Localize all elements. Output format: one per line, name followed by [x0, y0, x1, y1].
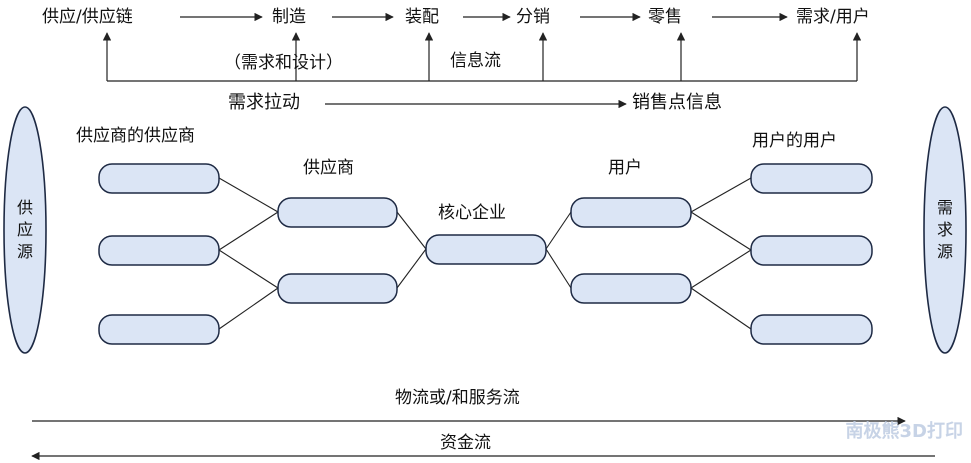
node-customer-1: [570, 197, 692, 228]
stage-retail: 零售: [648, 7, 682, 27]
demand-source-ellipse: [923, 106, 967, 354]
network-connectors: [218, 177, 752, 330]
demand-pull-label: 需求拉动: [228, 92, 300, 113]
supplier-of-supplier-label: 供应商的供应商: [76, 126, 195, 146]
design-note-label: （需求和设计）: [224, 53, 343, 73]
node-customer-of-customer-3: [750, 314, 873, 345]
stage-demand: 需求/用户: [796, 7, 870, 27]
stage-assembly: 装配: [405, 7, 439, 27]
node-supplier-2: [277, 273, 398, 304]
info-feedback-lines: [102, 32, 862, 82]
demand-source-label: 需 求 源: [936, 198, 953, 261]
supply-source-ellipse: [3, 106, 47, 354]
supply-source-label: 供 应 源: [16, 198, 33, 261]
network-nodes: [98, 163, 873, 345]
node-supplier-1: [277, 197, 398, 228]
material-flow-label: 物流或/和服务流: [395, 388, 520, 408]
supplier-label: 供应商: [303, 158, 354, 178]
info-flow-label: 信息流: [450, 51, 501, 71]
stage-manufacture: 制造: [272, 7, 306, 27]
node-customer-2: [570, 273, 692, 304]
core-enterprise-label: 核心企业: [438, 203, 506, 223]
node-supplier-of-supplier-1: [98, 163, 220, 194]
stage-distribution: 分销: [516, 7, 550, 27]
customer-of-customer-label: 用户的用户: [752, 131, 837, 151]
node-core-enterprise: [425, 234, 547, 265]
watermark-logo: 南极熊3D打印: [845, 421, 963, 442]
pos-info-label: 销售点信息: [632, 92, 722, 113]
capital-flow-label: 资金流: [440, 433, 491, 453]
node-customer-of-customer-1: [750, 163, 873, 194]
node-supplier-of-supplier-3: [98, 314, 220, 345]
customer-label: 用户: [608, 158, 642, 178]
stage-supply: 供应/供应链: [42, 7, 133, 27]
node-supplier-of-supplier-2: [98, 235, 220, 266]
node-customer-of-customer-2: [750, 235, 873, 266]
